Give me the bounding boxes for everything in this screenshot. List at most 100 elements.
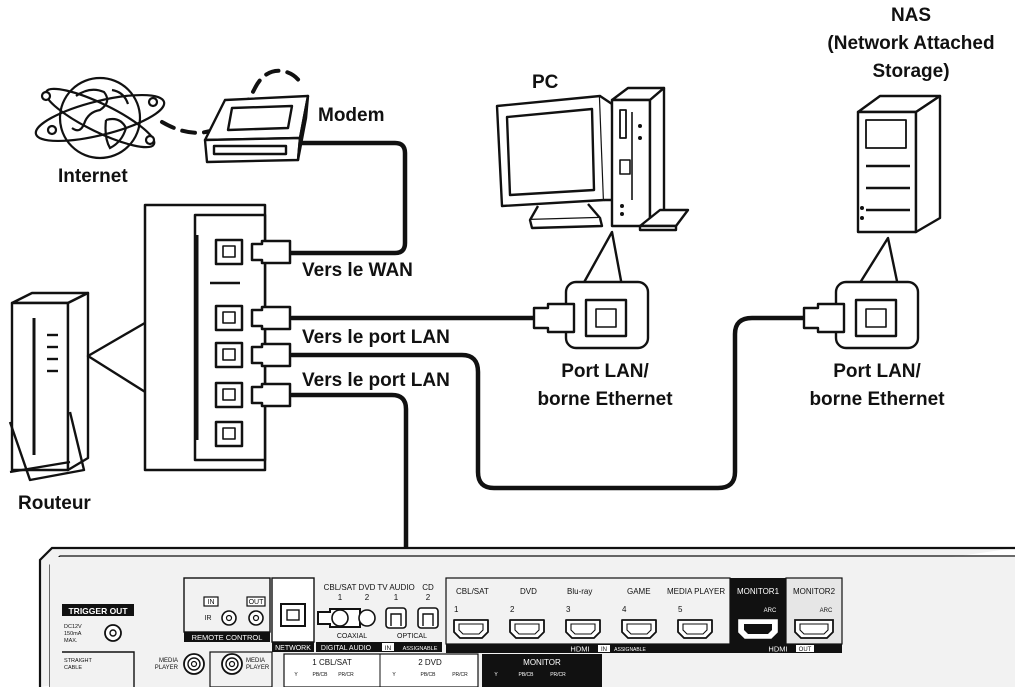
component-monitor-label: MONITOR <box>523 658 561 667</box>
hdmi-assignable: ASSIGNABLE <box>614 647 646 653</box>
dc-spec-2: 150mA <box>64 631 82 637</box>
lan-port-icon <box>854 298 898 338</box>
pc-port-callout <box>532 230 650 350</box>
network-label: NETWORK <box>275 645 311 652</box>
coaxial-label: COAXIAL <box>337 633 367 640</box>
lan-label-1: Vers le port LAN <box>302 327 450 348</box>
component-1-label: 1 CBL/SAT <box>312 658 352 667</box>
remote-control-label: REMOTE CONTROL <box>192 633 263 642</box>
component-monitor-pb: PB/CB <box>518 672 534 678</box>
pc-port-label-1: Port LAN/ <box>561 361 649 382</box>
optical-number-2: 2 <box>426 593 431 602</box>
ir-out-label: OUT <box>249 599 265 606</box>
remote-control-section: IN OUT IR REMOTE CONTROL <box>183 577 271 642</box>
modem-wan-cable <box>287 140 408 256</box>
nas-label-1: NAS <box>890 5 932 26</box>
hdmi-in-number-1: 1 <box>454 605 459 614</box>
modem-icon <box>203 94 310 164</box>
optical-label: OPTICAL <box>397 633 427 640</box>
media-player-left-1: MEDIA <box>159 658 178 664</box>
hdmi-in-badge: IN <box>601 647 607 653</box>
coax-header-2: DVD <box>359 583 376 592</box>
component-2-pb: PB/CB <box>420 672 436 678</box>
lan-label-2: Vers le port LAN <box>302 370 450 391</box>
component-monitor-pr: PR/CR <box>550 672 566 678</box>
coax-jack-1 <box>331 609 349 627</box>
modem-label: Modem <box>318 105 385 126</box>
trigger-out-section: TRIGGER OUT DC12V 150mA MAX. STRAIGHT CA… <box>62 604 135 687</box>
hdmi-in-name-5: MEDIA PLAYER <box>667 587 725 596</box>
nas-port-label-2: borne Ethernet <box>809 389 945 410</box>
hdmi-in-name-2: DVD <box>520 587 537 596</box>
router-port-panel <box>143 203 292 472</box>
globe-icon <box>34 76 166 160</box>
router-icon <box>8 291 152 482</box>
router-label: Routeur <box>18 493 91 514</box>
lan-port-icon <box>214 238 244 448</box>
hdmi-in-number-2: 2 <box>510 605 515 614</box>
pc-monitor-icon <box>495 94 616 230</box>
hdmi-in-name-4: GAME <box>627 587 651 596</box>
pc-label: PC <box>532 72 559 93</box>
hdmi-out-label: HDMI <box>768 645 787 654</box>
rj45-plug-icon <box>532 302 576 334</box>
optical-header-2: CD <box>422 583 434 592</box>
monitor2-label: MONITOR2 <box>793 587 836 596</box>
hdmi-in-label: HDMI <box>570 645 589 654</box>
coax-number-2: 2 <box>365 593 370 602</box>
trigger-out-label: TRIGGER OUT <box>68 606 128 616</box>
nas-port-callout <box>802 236 920 350</box>
ir-label: IR <box>205 615 212 622</box>
component-2-label: 2 DVD <box>418 658 442 667</box>
digital-audio-assignable: ASSIGNABLE <box>403 646 438 652</box>
pc-port-label-2: borne Ethernet <box>537 389 673 410</box>
nas-icon <box>856 94 942 234</box>
cables <box>160 68 809 613</box>
digital-audio-in-badge: IN <box>385 645 392 652</box>
optical-header-1: TV AUDIO <box>377 583 414 592</box>
nas-label-3: Storage) <box>872 61 950 82</box>
media-player-left-2: PLAYER <box>155 665 179 671</box>
digital-audio-section: CBL/SAT DVD 1 2 COAXIAL TV AUDIO CD 1 2 … <box>316 583 442 652</box>
nas-label-2: (Network Attached <box>827 33 995 54</box>
coax-header-1: CBL/SAT <box>324 583 357 592</box>
hdmi-in-name-3: Blu-ray <box>567 587 592 596</box>
optical-jack-1 <box>385 607 407 629</box>
wan-label: Vers le WAN <box>302 260 413 281</box>
monitor2-arc: ARC <box>820 608 833 614</box>
digital-audio-label: DIGITAL AUDIO <box>321 645 372 652</box>
hdmi-in-name-1: CBL/SAT <box>456 587 489 596</box>
hdmi-in-number-3: 3 <box>566 605 571 614</box>
pc-tower-icon <box>610 86 690 232</box>
component-2-pr: PR/CR <box>452 672 468 678</box>
media-player-right-1: MEDIA <box>246 658 265 664</box>
component-1-y: Y <box>294 672 298 678</box>
component-monitor-y: Y <box>494 672 498 678</box>
optical-number-1: 1 <box>394 593 399 602</box>
monitor1-arc: ARC <box>764 608 777 614</box>
hdmi-in-number-4: 4 <box>622 605 627 614</box>
hdmi-out-port-2 <box>794 619 834 639</box>
component-1-pb: PB/CB <box>312 672 328 678</box>
dc-spec-3: MAX. <box>64 638 78 644</box>
optical-jack-2 <box>417 607 439 629</box>
media-player-right-2: PLAYER <box>246 665 270 671</box>
straight-cable-2: CABLE <box>64 665 82 671</box>
rj45-plug-icon <box>802 302 846 334</box>
internet-dashed-link <box>160 68 302 135</box>
nas-port-label-1: Port LAN/ <box>833 361 921 382</box>
rj45-plug-icon <box>250 239 292 408</box>
monitor1-label: MONITOR1 <box>737 587 780 596</box>
dc-spec-1: DC12V <box>64 624 82 630</box>
coax-jack-2 <box>358 609 376 627</box>
hdmi-out-badge: OUT <box>799 647 812 653</box>
network-section: NETWORK <box>271 577 361 652</box>
hdmi-in-number-5: 5 <box>678 605 683 614</box>
hdmi-out-section: MONITOR1 MONITOR2 ARC ARC HDMI OUT <box>730 577 843 654</box>
ir-in-label: IN <box>208 599 215 606</box>
internet-label: Internet <box>58 166 128 187</box>
hdmi-in-section: CBL/SAT DVD Blu-ray GAME MEDIA PLAYER 1 … <box>445 577 731 654</box>
receiver-back-panel: TRIGGER OUT DC12V 150mA MAX. STRAIGHT CA… <box>38 546 1015 687</box>
bottom-row: MEDIA PLAYER MEDIA PLAYER 1 CBL/SAT 2 DV… <box>155 651 602 687</box>
